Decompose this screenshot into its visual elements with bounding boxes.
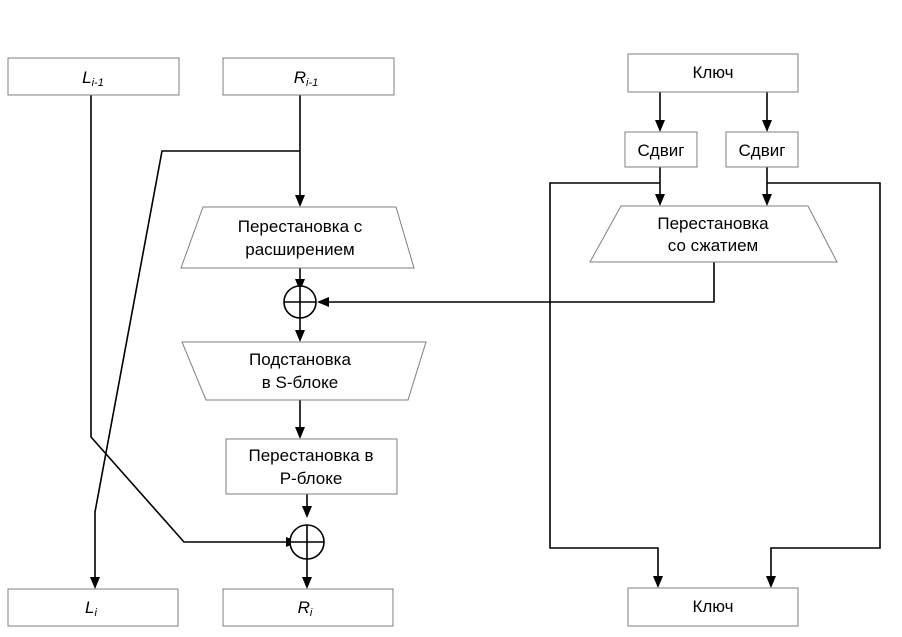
right-prev-base: R (294, 68, 306, 87)
expansion-permutation-line2: расширением (245, 240, 354, 259)
shift-left-block: Сдвиг (624, 131, 698, 168)
left-prev-sub: i-1 (92, 77, 104, 89)
p-box-line1: Перестановка в (248, 446, 373, 465)
shift-right-block: Сдвиг (725, 131, 799, 168)
key-input-label: Ключ (692, 63, 733, 82)
arrowhead-compression-right-in (762, 194, 772, 206)
wire-right-prev-to-left-next (94, 150, 300, 578)
right-next-sub: i (310, 607, 313, 619)
compression-permutation-line2: со сжатием (668, 236, 758, 255)
right-next-block: Ri (222, 588, 394, 627)
svg-text:Ri: Ri (298, 598, 313, 619)
arrowhead-pbox-in (295, 427, 305, 439)
arrowhead-right-next (302, 577, 312, 589)
svg-text:Ri-1: Ri-1 (294, 68, 319, 89)
compression-permutation-block: Перестановка со сжатием (589, 205, 838, 263)
arrowhead-shift-right-in (762, 120, 772, 132)
svg-text:Li: Li (85, 598, 97, 619)
left-next-base: L (85, 598, 94, 617)
arrowhead-sbox-in (295, 330, 305, 342)
right-prev-sub: i-1 (306, 77, 318, 89)
arrowhead-xor1-right (317, 297, 329, 307)
key-output-block: Ключ (627, 587, 799, 627)
s-box-line2: в S-блоке (262, 373, 338, 392)
left-prev-block: Li-1 (7, 57, 180, 96)
key-output-label: Ключ (692, 597, 733, 616)
arrowhead-key-out-right (766, 576, 776, 588)
wire-shift-left-to-key-out (549, 182, 660, 576)
compression-permutation-line1: Перестановка (657, 214, 769, 233)
wire-shift-right-to-key-out (767, 182, 881, 576)
xor1-symbol (283, 285, 317, 319)
arrowhead-key-out-left (653, 576, 663, 588)
expansion-permutation-block: Перестановка с расширением (180, 206, 415, 269)
arrowhead-expansion-in (295, 195, 305, 207)
right-next-base: R (298, 598, 310, 617)
wire-left-prev-to-xor2 (90, 95, 290, 543)
arrowhead-xor1-top (295, 279, 305, 291)
s-box-substitution-block: Подстановка в S-блоке (181, 341, 427, 401)
xor2-symbol (289, 524, 325, 560)
shift-left-label: Сдвиг (638, 141, 685, 160)
p-box-line2: P-блоке (280, 469, 343, 488)
arrowhead-left-next (90, 577, 100, 589)
left-next-block: Li (7, 588, 179, 627)
left-next-sub: i (95, 607, 98, 619)
svg-text:Li-1: Li-1 (82, 68, 104, 89)
arrowhead-shift-left-in (655, 120, 665, 132)
wire-compression-to-xor1 (324, 262, 715, 303)
right-prev-block: Ri-1 (222, 57, 395, 96)
s-box-line1: Подстановка (249, 350, 351, 369)
shift-right-label: Сдвиг (739, 141, 786, 160)
arrowhead-compression-left-in (655, 194, 665, 206)
arrowhead-xor2-top (302, 506, 312, 518)
key-input-block: Ключ (627, 53, 799, 93)
p-box-permutation-block: Перестановка в P-блоке (225, 438, 398, 495)
expansion-permutation-line1: Перестановка с (238, 217, 363, 236)
left-prev-base: L (82, 68, 91, 87)
